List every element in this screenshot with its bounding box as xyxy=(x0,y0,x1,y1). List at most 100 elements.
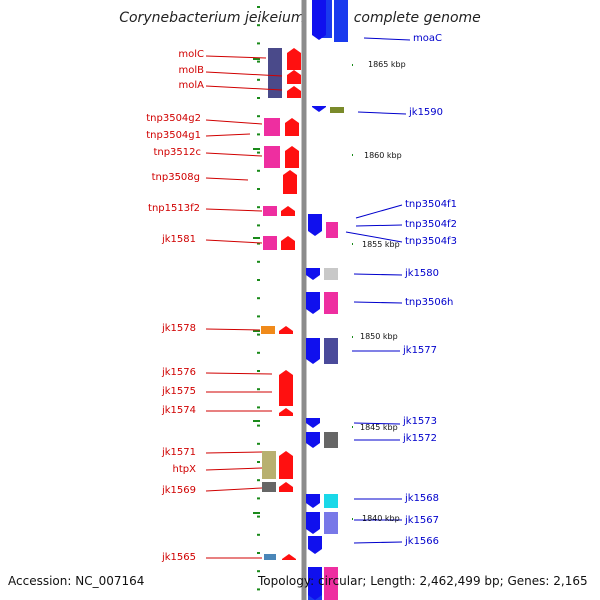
gene-label-right[interactable]: moaC xyxy=(413,33,442,44)
gene-label-left[interactable]: tnp1513f2 xyxy=(148,203,200,214)
gene-arrow-reverse xyxy=(308,536,322,554)
gene-label-left[interactable]: molA xyxy=(178,80,204,91)
gene-label-right[interactable]: tnp3506h xyxy=(405,297,454,308)
tick-dot xyxy=(257,206,260,209)
topology-text: Topology: circular; Length: 2,462,499 bp… xyxy=(258,574,588,588)
tick-dot xyxy=(257,497,260,500)
leader-line-left xyxy=(205,55,267,59)
kbp-tick-label: 1840 kbp xyxy=(362,514,400,523)
gene-label-right[interactable]: jk1573 xyxy=(403,416,438,427)
gene-label-right[interactable]: jk1580 xyxy=(405,268,440,279)
tick-dot xyxy=(257,188,260,190)
tick-dot xyxy=(257,78,260,81)
gene-block xyxy=(324,494,338,508)
gene-arrow-reverse xyxy=(306,268,320,280)
gene-label-right[interactable]: jk1568 xyxy=(405,493,440,504)
leader-line-right xyxy=(345,231,403,243)
gene-arrow-reverse xyxy=(306,494,320,508)
gene-label-left[interactable]: jk1576 xyxy=(161,367,196,378)
leader-line-right xyxy=(355,204,403,219)
leader-line-left xyxy=(205,451,263,454)
gene-label-right[interactable]: jk1590 xyxy=(409,107,444,118)
gene-label-left[interactable]: jk1565 xyxy=(161,552,196,563)
kbp-tick-label: 1865 kbp xyxy=(368,60,406,69)
gene-label-left[interactable]: tnp3504g2 xyxy=(146,113,201,124)
gene-arrow-forward xyxy=(287,86,301,98)
gene-block xyxy=(334,0,348,42)
leader-line-right xyxy=(353,301,403,304)
leader-line-left xyxy=(205,119,263,125)
leader-line-left xyxy=(205,152,263,157)
gene-label-right[interactable]: jk1577 xyxy=(403,345,438,356)
leader-line-right xyxy=(353,422,401,425)
gene-arrow-forward xyxy=(279,482,293,492)
tick-dot xyxy=(257,570,260,573)
gene-arrow-forward xyxy=(279,326,293,334)
gene-block xyxy=(264,118,280,136)
gene-label-left[interactable]: tnp3508g xyxy=(151,172,200,183)
gene-arrow-forward xyxy=(279,370,293,406)
gene-label-right[interactable]: jk1572 xyxy=(403,433,438,444)
tick-dot xyxy=(257,24,260,27)
gene-label-left[interactable]: tnp3512c xyxy=(153,147,201,158)
gene-label-right[interactable]: tnp3504f3 xyxy=(405,236,457,247)
leader-line-left xyxy=(205,85,283,91)
gene-block xyxy=(324,268,338,280)
tick-dot xyxy=(257,297,260,300)
leader-line-left xyxy=(205,133,251,137)
gene-arrow-reverse xyxy=(306,292,320,314)
gene-block xyxy=(330,107,344,113)
gene-label-left[interactable]: jk1574 xyxy=(161,405,196,416)
gene-label-left[interactable]: tnp3504g1 xyxy=(146,130,201,141)
gene-arrow-reverse xyxy=(306,512,320,534)
gene-label-right[interactable]: jk1567 xyxy=(405,515,440,526)
kbp-tick-label: 1850 kbp xyxy=(360,332,398,341)
tick-dot xyxy=(257,388,260,391)
leader-line-right xyxy=(363,37,411,41)
gene-label-left[interactable]: jk1578 xyxy=(161,323,196,334)
leader-line-right xyxy=(353,541,403,544)
gene-label-right[interactable]: jk1566 xyxy=(405,536,440,547)
leader-line-left xyxy=(205,328,261,331)
gene-label-left[interactable]: jk1575 xyxy=(161,386,196,397)
accession-text: Accession: NC_007164 xyxy=(8,574,145,588)
gene-label-left[interactable]: htpX xyxy=(172,464,196,475)
leader-line-left xyxy=(205,177,249,181)
gene-block xyxy=(263,236,277,250)
gene-block xyxy=(326,222,338,238)
gene-block xyxy=(324,567,338,600)
gene-arrow-forward xyxy=(285,146,299,168)
gene-label-right[interactable]: tnp3504f1 xyxy=(405,199,457,210)
tick-dot xyxy=(257,424,260,427)
gene-arrow-reverse xyxy=(306,338,320,364)
gene-block xyxy=(262,482,276,492)
tick-major xyxy=(253,58,260,60)
kbp-tick-label: 1855 kbp xyxy=(362,240,400,249)
gene-arrow-reverse xyxy=(306,432,320,448)
tick-dot xyxy=(257,42,260,45)
tick-dot xyxy=(257,370,260,372)
gene-block xyxy=(263,206,277,216)
tick-dot xyxy=(257,97,260,99)
gene-block xyxy=(261,326,275,334)
gene-arrow-forward xyxy=(283,170,297,194)
gene-label-left[interactable]: molB xyxy=(178,65,205,76)
gene-label-left[interactable]: jk1569 xyxy=(161,485,196,496)
leader-line-left xyxy=(205,372,273,375)
gene-arrow-forward xyxy=(279,451,293,479)
leader-line-left xyxy=(205,487,263,492)
tick-dot xyxy=(257,442,260,445)
leader-line-right xyxy=(357,111,407,115)
gene-label-left[interactable]: jk1581 xyxy=(161,234,196,245)
gene-label-left[interactable]: molC xyxy=(178,49,204,60)
gene-arrow-forward xyxy=(285,118,299,136)
gene-arrow-forward xyxy=(281,236,295,250)
tick-major xyxy=(253,148,260,150)
tick-dot xyxy=(257,242,260,245)
tick-dot xyxy=(257,260,260,263)
tick-major xyxy=(253,512,260,514)
gene-label-right[interactable]: tnp3504f2 xyxy=(405,219,457,230)
gene-label-left[interactable]: jk1571 xyxy=(161,447,196,458)
